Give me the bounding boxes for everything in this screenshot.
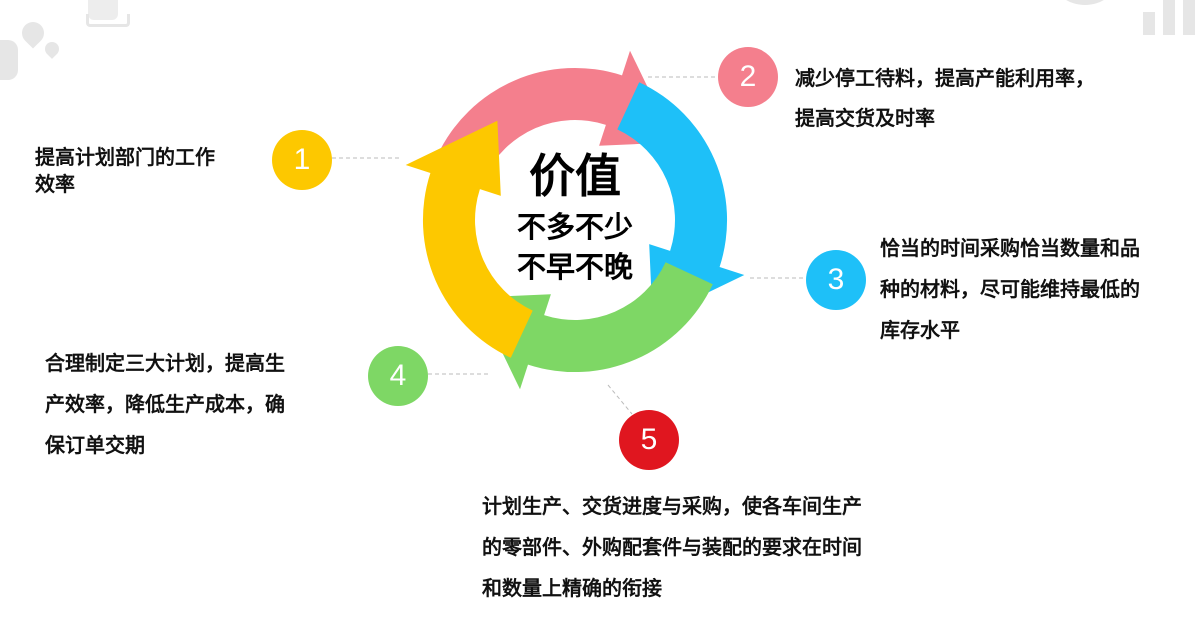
text-line: 效率	[35, 172, 75, 196]
background-decoration-icon	[88, 0, 118, 20]
text-line: 提高交货及时率	[795, 106, 935, 130]
step-text-4: 合理制定三大计划，提高生 产效率，降低生产成本，确 保订单交期	[45, 343, 285, 466]
text-line: 种的材料，尽可能维持最低的	[880, 277, 1140, 301]
text-line: 库存水平	[880, 318, 960, 342]
step-text-1: 提高计划部门的工作 效率	[35, 144, 215, 198]
center-line-1: 不多不少	[516, 210, 633, 244]
car-icon	[0, 40, 18, 80]
bottom-arrow-icon	[475, 262, 713, 390]
bar-chart-icon	[1143, 12, 1155, 35]
center-label: 价值 不多不少 不早不晚	[500, 145, 650, 287]
text-line: 计划生产、交货进度与采购，使各车间生产	[482, 494, 862, 518]
text-line: 的零部件、外购配套件与装配的要求在时间	[482, 535, 862, 559]
center-line-2: 不早不晚	[516, 250, 633, 284]
download-icon	[86, 14, 130, 27]
step-text-5: 计划生产、交货进度与采购，使各车间生产 的零部件、外购配套件与装配的要求在时间 …	[482, 486, 862, 609]
text-line: 减少停工待料，提高产能利用率，	[795, 66, 1095, 90]
step-text-2: 减少停工待料，提高产能利用率， 提高交货及时率	[795, 58, 1095, 138]
text-line: 产效率，降低生产成本，确	[45, 392, 285, 416]
step-text-3: 恰当的时间采购恰当数量和品 种的材料，尽可能维持最低的 库存水平	[880, 228, 1140, 351]
circle-decoration-icon	[1055, 0, 1115, 5]
text-line: 保订单交期	[45, 433, 145, 457]
bar-chart-icon	[1183, 0, 1195, 35]
step-badge-5: 5	[619, 410, 679, 470]
step-badge-4: 4	[368, 346, 428, 406]
step-badge-2: 2	[718, 47, 778, 107]
bar-chart-icon	[1163, 0, 1175, 35]
connector-lines	[332, 76, 806, 415]
text-line: 和数量上精确的衔接	[482, 576, 662, 600]
text-line: 提高计划部门的工作	[35, 145, 215, 169]
center-title: 价值	[529, 149, 621, 203]
right-arrow-icon	[617, 82, 745, 320]
text-line: 合理制定三大计划，提高生	[45, 351, 285, 375]
text-line: 恰当的时间采购恰当数量和品	[880, 236, 1140, 260]
step-badge-3: 3	[806, 250, 866, 310]
connector-line-5	[607, 384, 633, 415]
step-badge-1: 1	[272, 130, 332, 190]
left-arrow-icon	[405, 120, 533, 358]
